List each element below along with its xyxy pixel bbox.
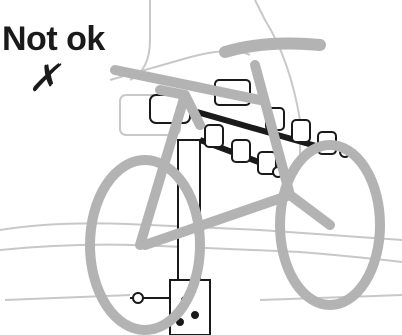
not-ok-mark-icon: ✗ — [28, 60, 60, 98]
saddle — [225, 44, 320, 52]
caption-text: Not ok — [2, 22, 105, 56]
chain-stay — [145, 195, 330, 245]
